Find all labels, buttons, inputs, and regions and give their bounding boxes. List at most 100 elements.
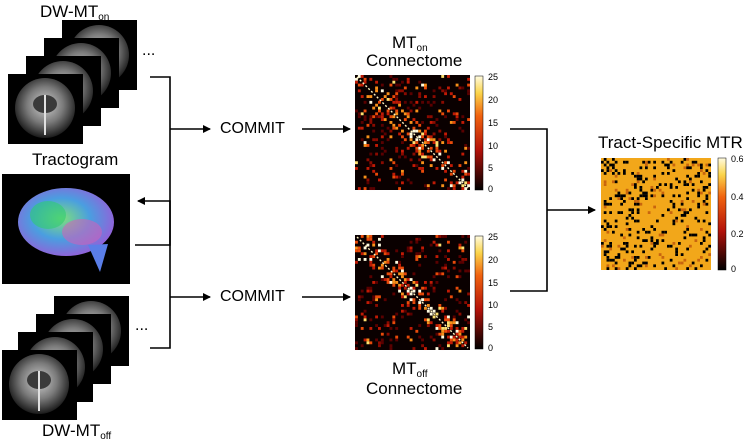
heatmap-cell: [380, 146, 384, 150]
heatmap-cell: [363, 80, 367, 84]
heatmap-cell: [452, 187, 456, 191]
mtr-cell: [702, 250, 706, 254]
mtr-cell: [623, 194, 626, 198]
mtr-cell: [636, 180, 640, 184]
heatmap-cell: [461, 246, 465, 250]
heatmap-cell: [426, 309, 430, 313]
mtr-cell: [609, 247, 612, 251]
heatmap-cell: [409, 121, 413, 124]
mtr-cell: [642, 239, 645, 242]
mtr-cell: [603, 211, 607, 214]
heatmap-cell: [363, 118, 367, 122]
heatmap-cell: [441, 332, 445, 336]
heatmap-cell: [372, 138, 376, 142]
heatmap-cell: [403, 281, 407, 284]
heatmap-cell: [375, 144, 379, 147]
heatmap-cell: [401, 141, 404, 145]
heatmap-cell: [366, 135, 370, 139]
mtr-cell: [631, 250, 634, 254]
heatmap-cell: [386, 332, 390, 336]
heatmap-cell: [372, 129, 376, 133]
mtr-cell: [625, 267, 629, 270]
heatmap-cell: [383, 249, 387, 253]
heatmap-cell: [355, 249, 358, 253]
mtr-dark-cells: [601, 158, 711, 270]
mtr-cell: [661, 191, 665, 195]
heatmap-cells-on: [355, 75, 471, 191]
heatmap-cell: [455, 83, 459, 87]
heatmap-cell: [435, 281, 439, 284]
heatmap-cell: [455, 181, 459, 185]
heatmap-cell: [355, 77, 358, 81]
mtr-cell: [700, 228, 703, 231]
heatmap-cell: [447, 344, 450, 348]
heatmap-cell: [455, 286, 459, 290]
heatmap-cell: [458, 98, 462, 101]
heatmap-cell: [438, 109, 442, 113]
heatmap-cell: [380, 341, 384, 345]
heatmap-cell: [424, 86, 427, 90]
mtr-cell: [623, 247, 626, 251]
heatmap-cell: [421, 249, 425, 253]
heatmap-cell: [401, 181, 404, 185]
heatmap-cell: [386, 92, 390, 96]
mtr-cell: [647, 211, 651, 214]
mtr-cell: [672, 194, 676, 198]
heatmap-cell: [378, 106, 381, 110]
heatmap-cell: [426, 321, 430, 325]
mtr-cell: [603, 239, 607, 242]
heatmap-cell: [458, 164, 462, 168]
heatmap-cell: [398, 289, 402, 293]
heatmap-cell: [369, 341, 373, 345]
mtr-cell: [612, 163, 615, 167]
mtr-cell: [645, 230, 648, 234]
heatmap-cell: [444, 329, 448, 333]
mtr-cell: [669, 244, 673, 248]
heatmap-cell: [355, 109, 358, 113]
heatmap-cell: [418, 292, 422, 296]
heatmap-cell: [426, 184, 430, 188]
mtr-cell: [683, 166, 687, 170]
mtr-cell: [689, 177, 692, 181]
mtr-cell: [697, 194, 700, 198]
mtr-cell: [636, 236, 640, 240]
heatmap-cell: [360, 126, 364, 130]
mtr-cell: [609, 242, 612, 245]
heatmap-cell: [435, 260, 439, 264]
heatmap-cell: [395, 109, 399, 113]
dw-mt-off-label: DW-MToff: [42, 421, 112, 442]
heatmap-cell: [380, 118, 384, 122]
mtr-cell: [691, 261, 695, 265]
heatmap-cell: [355, 347, 358, 351]
mtr-cell: [609, 202, 612, 206]
mt-off-colorbar: [474, 235, 484, 350]
heatmap-cell: [449, 295, 453, 299]
heatmap-cell: [432, 121, 436, 124]
heatmap-cell: [369, 115, 373, 119]
mtr-cell: [609, 169, 612, 172]
heatmap-cell: [421, 132, 425, 136]
mtr-cell: [647, 160, 651, 164]
heatmap-cell: [395, 149, 399, 153]
heatmap-cell: [458, 269, 462, 273]
heatmap-cell: [360, 327, 364, 330]
heatmap-cell: [412, 306, 416, 310]
mtr-cell: [686, 247, 689, 251]
mtr-cell: [675, 186, 678, 189]
mtr-cell: [680, 219, 684, 223]
heatmap-cell: [378, 115, 381, 119]
mtr-cell: [603, 205, 607, 209]
heatmap-cell: [369, 187, 373, 191]
heatmap-cell: [444, 315, 448, 319]
heatmap-cell: [380, 275, 384, 279]
heatmap-cell: [380, 135, 384, 139]
heatmap-cell: [383, 324, 387, 328]
heatmap-cell: [444, 89, 448, 93]
mtr-cell: [634, 174, 637, 178]
mtr-cell: [642, 191, 645, 195]
heatmap-cell: [418, 289, 422, 293]
heatmap-cell: [366, 144, 370, 147]
mtr-cell: [708, 183, 711, 186]
heatmap-cell: [392, 292, 396, 296]
heatmap-cell: [383, 132, 387, 136]
